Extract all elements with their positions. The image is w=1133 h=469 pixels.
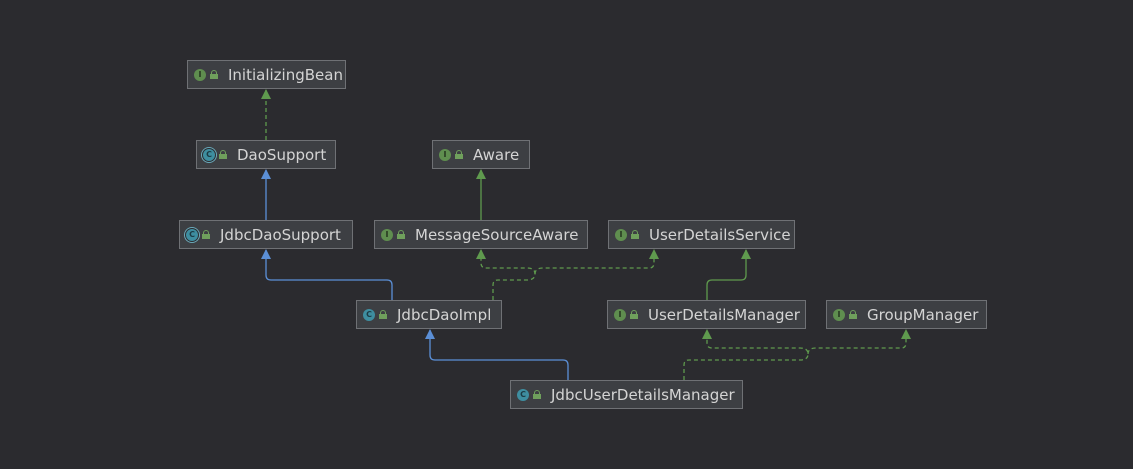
node-group-manager[interactable]: I GroupManager <box>826 300 987 329</box>
node-label: UserDetailsService <box>649 225 791 244</box>
abstract-class-icon: C <box>186 228 198 241</box>
edge-jdbcdaoimpl-jdbcdaosupport <box>261 249 393 300</box>
node-message-source-aware[interactable]: I MessageSourceAware <box>374 220 588 249</box>
node-initializing-bean[interactable]: I InitializingBean <box>187 60 346 89</box>
public-lock-icon <box>379 310 387 319</box>
edge-jdbcuserdetailsmanager-groupmanager <box>807 329 911 355</box>
interface-icon: I <box>615 228 627 241</box>
node-label: UserDetailsManager <box>648 305 800 324</box>
public-lock-icon <box>533 390 541 399</box>
class-icon: C <box>363 308 375 321</box>
edge-jdbcuserdetailsmanager-userdetailsmanager <box>683 329 809 380</box>
public-lock-icon <box>630 310 638 319</box>
node-jdbc-dao-support[interactable]: C JdbcDaoSupport <box>179 220 353 249</box>
public-lock-icon <box>397 230 405 239</box>
node-user-details-manager[interactable]: I UserDetailsManager <box>607 300 806 329</box>
abstract-class-icon: C <box>203 148 215 161</box>
edge-jdbcuserdetailsmanager-jdbcdaoimpl <box>425 329 569 380</box>
node-label: DaoSupport <box>237 145 327 164</box>
public-lock-icon <box>202 230 210 239</box>
public-lock-icon <box>849 310 857 319</box>
node-jdbc-user-details-manager[interactable]: C JdbcUserDetailsManager <box>510 380 743 409</box>
interface-icon: I <box>439 148 451 161</box>
node-label: JdbcDaoSupport <box>220 225 341 244</box>
public-lock-icon <box>210 70 218 79</box>
node-label: JdbcUserDetailsManager <box>551 385 735 404</box>
node-aware[interactable]: I Aware <box>432 140 530 169</box>
edge-userdetailsmanager-userdetailsservice <box>706 249 751 300</box>
public-lock-icon <box>219 150 227 159</box>
node-label: JdbcDaoImpl <box>397 305 492 324</box>
class-icon: C <box>517 388 529 401</box>
interface-icon: I <box>614 308 626 321</box>
interface-icon: I <box>381 228 393 241</box>
interface-icon: I <box>833 308 845 321</box>
interface-icon: I <box>194 68 206 81</box>
node-label: MessageSourceAware <box>415 225 579 244</box>
node-jdbc-dao-impl[interactable]: C JdbcDaoImpl <box>356 300 502 329</box>
node-label: InitializingBean <box>228 65 343 84</box>
edge-jdbcdaoimpl-userdetailsservice <box>534 249 659 275</box>
node-label: Aware <box>473 145 520 164</box>
node-dao-support[interactable]: C DaoSupport <box>196 140 336 169</box>
public-lock-icon <box>631 230 639 239</box>
edge-jdbcdaoimpl-messagesourceaware <box>476 249 536 300</box>
public-lock-icon <box>455 150 463 159</box>
node-user-details-service[interactable]: I UserDetailsService <box>608 220 795 249</box>
node-label: GroupManager <box>867 305 979 324</box>
